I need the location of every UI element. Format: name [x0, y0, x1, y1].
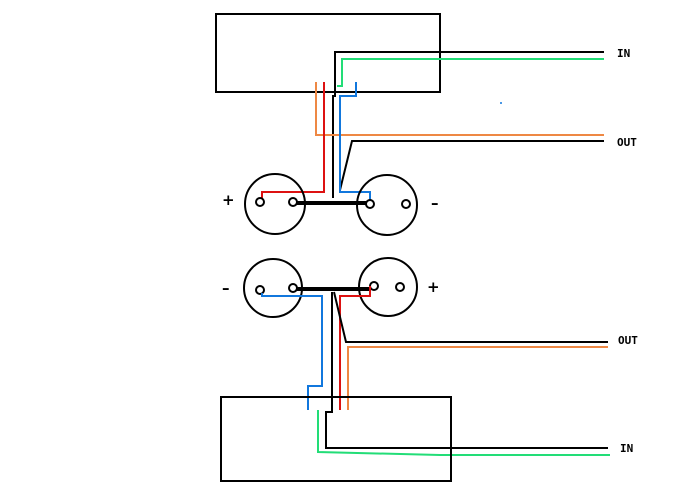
- bottom-out-wire-black: [333, 291, 608, 343]
- bottom-out-wire-orange: [347, 346, 608, 410]
- bottom-wire-blue: [261, 293, 323, 410]
- bottom-in-wire-green: [317, 410, 610, 456]
- bottom-in-label: IN: [620, 442, 633, 455]
- bottom-left-polarity: –: [222, 279, 230, 297]
- bottom-right-screw-outer: [395, 282, 405, 292]
- top-right-polarity: –: [431, 194, 439, 212]
- bottom-out-label: OUT: [618, 334, 638, 347]
- bottom-unit-box: [220, 396, 452, 482]
- top-right-screw-outer: [401, 199, 411, 209]
- stray-dot: [500, 102, 502, 104]
- top-left-polarity: +: [222, 191, 235, 209]
- bottom-wiring: [261, 286, 610, 456]
- top-right-screw-inner: [365, 199, 375, 209]
- top-wire-red: [261, 82, 325, 200]
- top-wire-blue: [339, 82, 371, 200]
- top-wiring: [261, 51, 604, 200]
- bottom-left-screw-outer: [255, 285, 265, 295]
- bottom-left-screw-inner: [288, 283, 298, 293]
- top-out-wire-black: [339, 140, 604, 191]
- top-left-screw-inner: [288, 197, 298, 207]
- bottom-wire-red: [339, 286, 371, 410]
- bottom-right-polarity: +: [427, 278, 440, 296]
- top-left-screw-outer: [255, 197, 265, 207]
- bottom-right-screw-inner: [369, 281, 379, 291]
- top-out-label: OUT: [617, 136, 637, 149]
- top-out-wire-orange: [315, 82, 604, 136]
- top-in-wire-green: [337, 58, 604, 87]
- top-in-wire-black: [332, 51, 604, 198]
- bottom-in-wire-black: [325, 292, 608, 449]
- top-in-label: IN: [617, 47, 630, 60]
